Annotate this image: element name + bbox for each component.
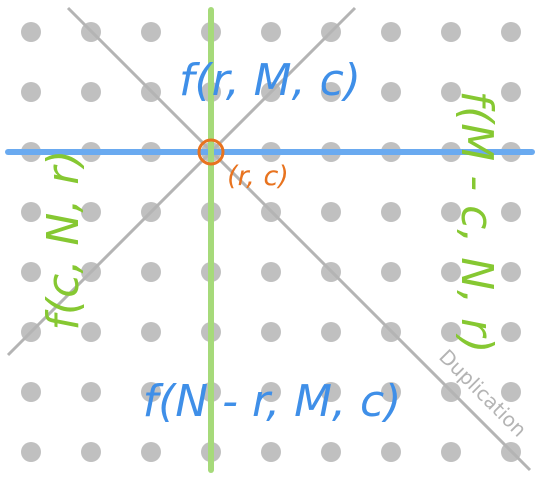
grid-dot [381,82,401,102]
grid-dot [441,202,461,222]
grid-dot [81,202,101,222]
grid-dot [141,22,161,42]
grid-dot [381,262,401,282]
grid-dot [141,382,161,402]
bottom-label: f(N - r, M, c) [143,376,402,427]
grid-dot [381,202,401,222]
grid-dot [81,82,101,102]
right-label: f(M - c, N, r) [451,91,502,354]
grid-dot [81,382,101,402]
diagonal-line-descending [66,6,532,472]
grid-dot [441,82,461,102]
grid-dot [141,262,161,282]
grid-dot [141,442,161,462]
grid-dot [21,262,41,282]
grid-dot [21,22,41,42]
point-label: (r, c) [227,161,289,192]
grid-dot [81,322,101,342]
grid-dot [381,442,401,462]
grid-dot [261,262,281,282]
grid-dot [441,322,461,342]
grid-dot [21,82,41,102]
grid-dot [441,442,461,462]
grid-dot [501,82,521,102]
grid-dot [261,22,281,42]
focus-point-marker [197,138,225,166]
grid-dot [381,382,401,402]
grid-dot [261,442,281,462]
grid-dot [381,22,401,42]
grid-dot [141,322,161,342]
grid-dot [501,382,521,402]
grid-dot [501,22,521,42]
grid-dot [441,262,461,282]
grid-dot [321,442,341,462]
top-label: f(r, M, c) [179,55,361,106]
grid-dot [261,322,281,342]
grid-dot [321,382,341,402]
grid-dot [501,322,521,342]
grid-dot [501,262,521,282]
grid-dot [321,202,341,222]
grid-dot [321,82,341,102]
grid-dot [441,22,461,42]
grid-dot [21,442,41,462]
grid-dot [261,382,281,402]
grid-dot [21,382,41,402]
grid-dot [81,442,101,462]
grid-dot [501,202,521,222]
grid-dot [321,322,341,342]
left-label: f(c, N, r) [38,150,89,331]
diagonal-line-ascending [6,6,357,357]
grid-dot [21,202,41,222]
